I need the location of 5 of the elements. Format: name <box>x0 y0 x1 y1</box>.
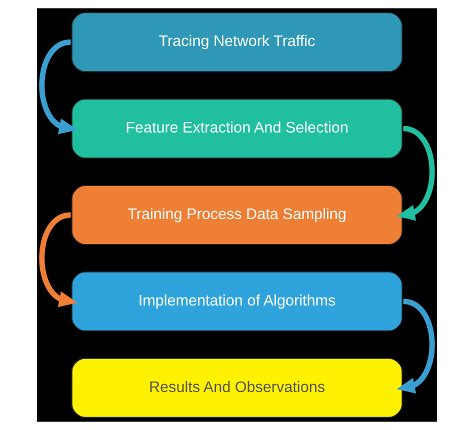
node-box: Tracing Network Traffic <box>71 12 403 72</box>
node-box: Feature Extraction And Selection <box>71 98 403 159</box>
node-box: Training Process Data Sampling <box>71 184 403 246</box>
node-box: Results And Observations <box>71 358 403 418</box>
node-box: Implementation of Algorithms <box>71 271 403 332</box>
